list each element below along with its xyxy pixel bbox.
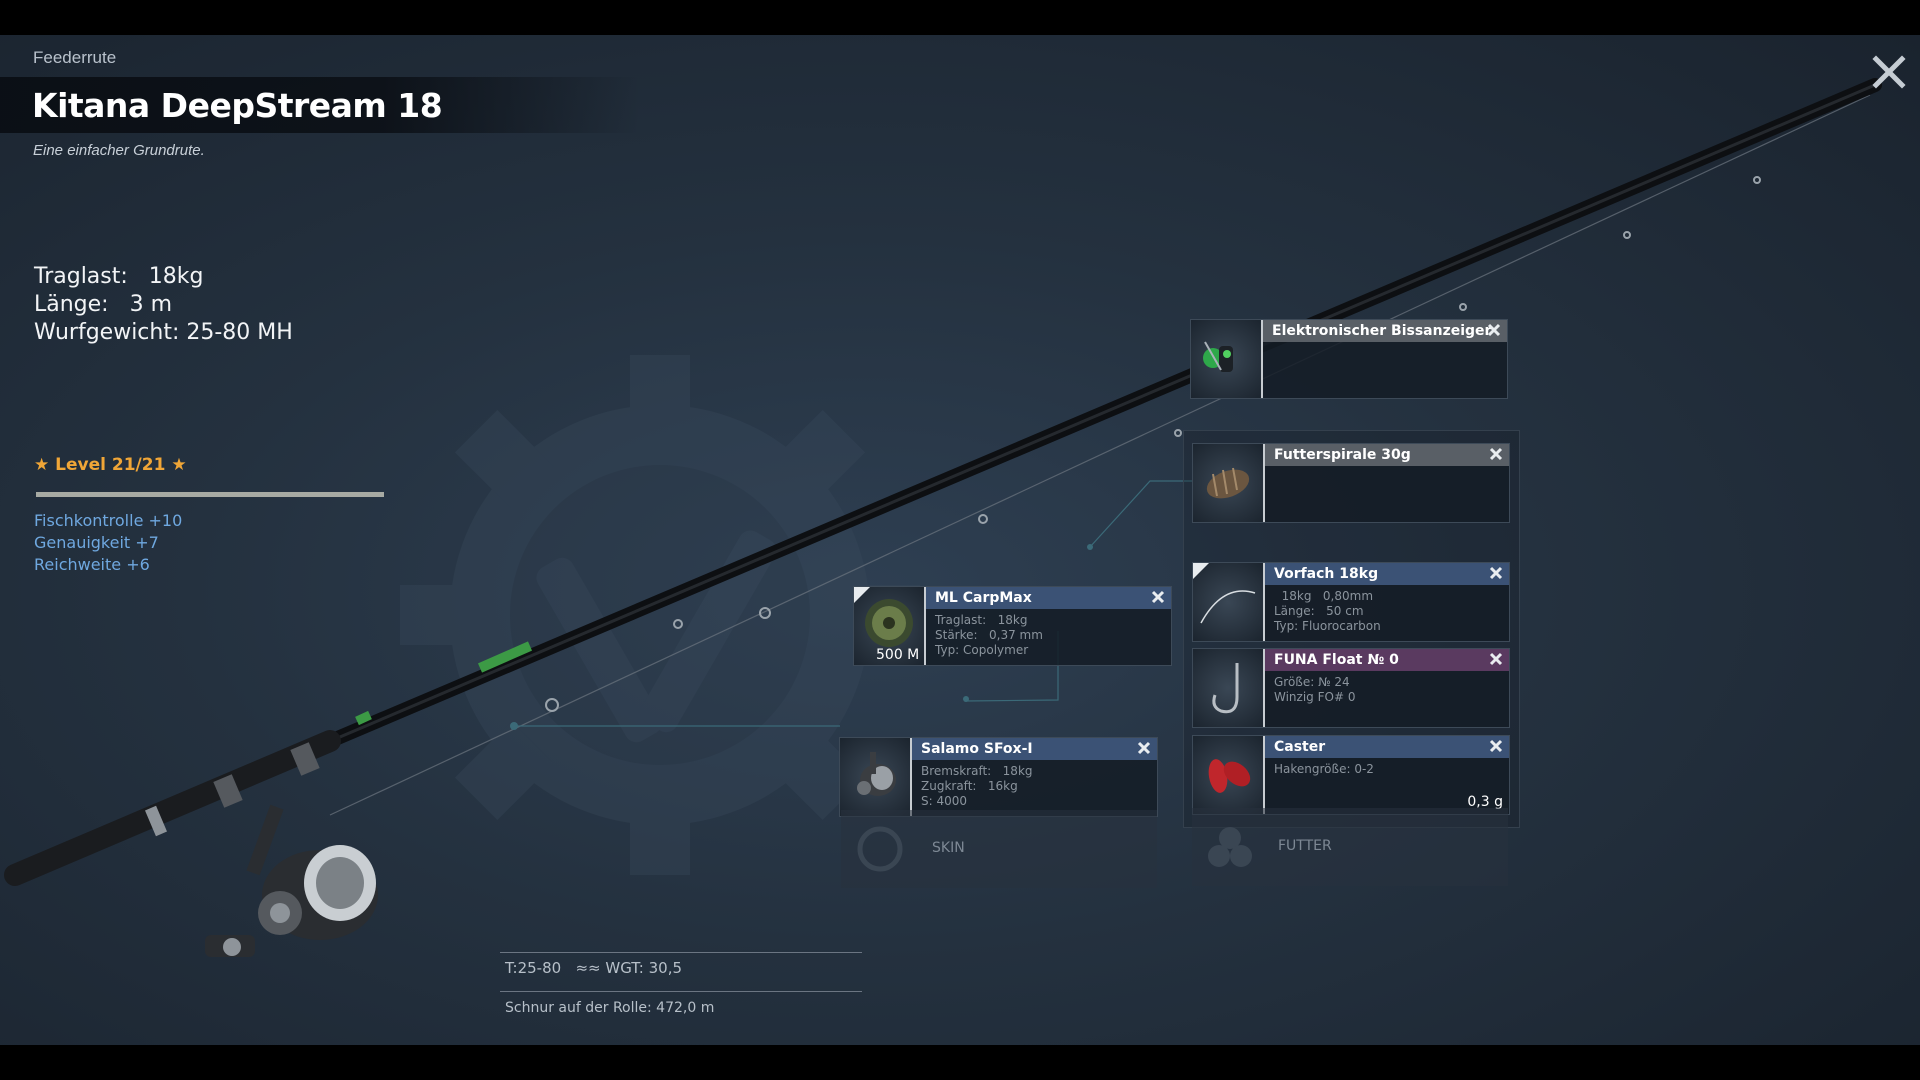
hook-name: FUNA Float № 0 [1265,649,1509,671]
rod-description: Eine einfacher Grundrute. [33,142,205,159]
reel-name: Salamo SFox-I [912,738,1157,760]
bonus-fish-control: Fischkontrolle +10 [34,511,183,530]
bite-indicator-card[interactable]: Elektronischer Bissanzeiger [1190,319,1508,399]
leader-corner-flag [1193,563,1209,579]
line-name: ML CarpMax [926,587,1171,609]
remove-bite-indicator-icon[interactable] [1487,323,1501,337]
line-spool-icon [854,587,926,665]
line-on-reel: Schnur auf der Rolle: 472,0 m [505,1000,715,1016]
footer-divider-bottom [500,991,862,992]
remove-hook-icon[interactable] [1489,652,1503,666]
remove-line-icon[interactable] [1151,590,1165,604]
stat-length: Länge: 3 m [34,292,172,317]
line-corner-flag [854,587,870,603]
rod-illustration [4,78,1882,957]
skin-slot-icon [857,826,903,872]
reel-icon [840,738,912,816]
stat-load: Traglast: 18kg [34,264,204,289]
remove-leader-icon[interactable] [1489,566,1503,580]
leader-card[interactable]: Vorfach 18kg 18kg 0,80mm Länge: 50 cm Ty… [1192,562,1510,642]
skin-slot[interactable]: SKIN [841,810,1157,888]
level-progress-fill [36,492,384,497]
bait-details: Hakengröße: 0-2 [1274,762,1374,776]
title-band [0,77,640,133]
level-label: ★ Level 21/21 ★ [34,455,187,475]
hook-card[interactable]: FUNA Float № 0 Größe: № 24 Winzig FO# 0 [1192,648,1510,728]
bonus-range: Reichweite +6 [34,555,150,574]
rod-detail-screen: Feederrute Kitana DeepStream 18 Eine ein… [0,35,1920,1045]
footer-divider-top [500,952,862,953]
groundbait-slot-label: FUTTER [1278,838,1332,854]
remove-reel-icon[interactable] [1137,741,1151,755]
leader-name: Vorfach 18kg [1265,563,1509,585]
bait-name: Caster [1265,736,1509,758]
bait-weight: 0,3 g [1467,794,1503,810]
reel-card[interactable]: Salamo SFox-I Bremskraft: 18kg Zugkraft:… [839,737,1158,817]
caster-bait-icon [1193,736,1265,814]
line-details: Traglast: 18kg Stärke: 0,37 mm Typ: Copo… [935,613,1043,657]
rod-category: Feederrute [33,48,117,67]
rod-title: Kitana DeepStream 18 [32,86,443,125]
remove-bait-icon[interactable] [1489,739,1503,753]
close-icon[interactable] [1872,55,1906,89]
groundbait-slot-icon [1208,827,1252,867]
level-progress-bar [36,492,384,497]
reel-details: Bremskraft: 18kg Zugkraft: 16kg S: 4000 [921,764,1033,808]
feeder-card[interactable]: Futterspirale 30g [1192,443,1510,523]
leader-details: 18kg 0,80mm Länge: 50 cm Typ: Fluorocarb… [1274,589,1381,633]
skin-slot-label: SKIN [932,840,965,856]
bite-alarm-icon [1191,320,1263,398]
level-bonuses: Fischkontrolle +10 Genauigkeit +7 Reichw… [34,510,182,576]
feeder-cage-icon [1193,444,1265,522]
bite-indicator-name: Elektronischer Bissanzeiger [1263,320,1507,342]
hook-details: Größe: № 24 Winzig FO# 0 [1274,675,1356,704]
feeder-name: Futterspirale 30g [1265,444,1509,466]
stat-cast-weight: Wurfgewicht: 25-80 MH [34,320,293,345]
line-length-badge: 500 M [876,647,920,663]
bait-card[interactable]: Caster Hakengröße: 0-2 0,3 g [1192,735,1510,815]
line-card[interactable]: 500 M ML CarpMax Traglast: 18kg Stärke: … [853,586,1172,666]
tackle-info: T:25-80 ≈≈ WGT: 30,5 [505,959,683,977]
groundbait-slot[interactable]: FUTTER [1192,808,1508,886]
rod-stats: Traglast: 18kg Länge: 3 m Wurfgewicht: 2… [34,263,293,347]
remove-feeder-icon[interactable] [1489,447,1503,461]
bonus-accuracy: Genauigkeit +7 [34,533,159,552]
hook-icon [1193,649,1265,727]
